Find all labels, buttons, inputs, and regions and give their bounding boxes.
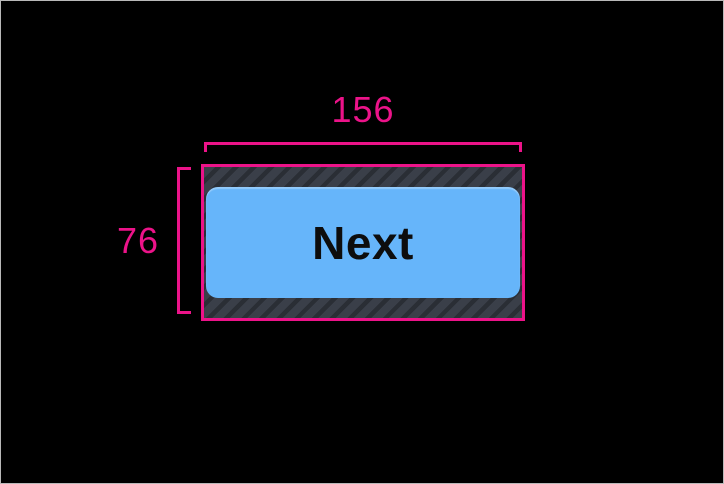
touch-target-hatched-area: Next — [201, 164, 525, 321]
height-measure-bracket — [177, 167, 191, 314]
width-measure-bracket — [204, 142, 522, 152]
width-dimension-label: 156 — [331, 89, 395, 130]
next-button[interactable]: Next — [206, 187, 520, 298]
height-dimension-label: 76 — [116, 220, 159, 261]
